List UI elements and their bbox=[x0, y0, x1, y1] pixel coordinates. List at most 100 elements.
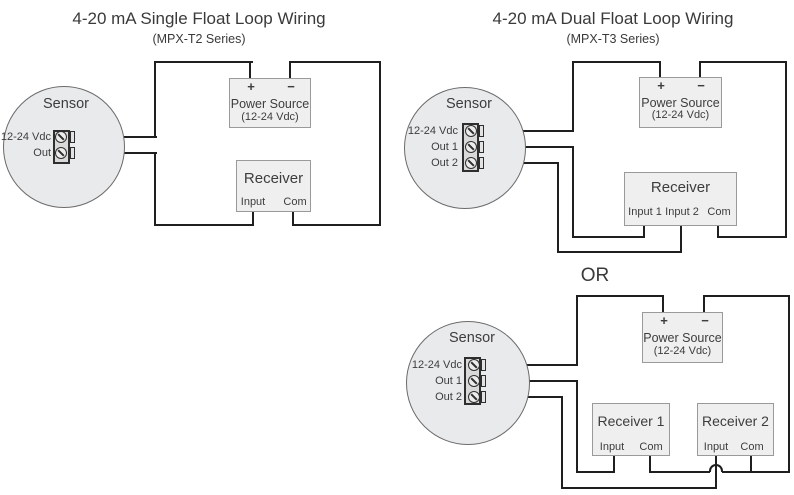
receiver-label: Receiver bbox=[650, 179, 711, 196]
sensor-label: Sensor bbox=[449, 330, 495, 346]
wire-out2-vertical bbox=[561, 396, 563, 489]
wire-top-right bbox=[699, 61, 787, 63]
terminal-label-out: Out bbox=[33, 147, 51, 159]
wire-com-return-right bbox=[722, 471, 790, 473]
terminal-contact bbox=[481, 391, 486, 403]
receiver-input2-label: Input 2 bbox=[665, 206, 699, 218]
receiver1-box: Receiver 1 Input Com bbox=[592, 403, 670, 456]
wire-minus-drop bbox=[703, 295, 705, 313]
receiver-com-label: Com bbox=[707, 206, 731, 218]
receiver-input1-label: Input 1 bbox=[628, 206, 662, 218]
terminal-screw bbox=[468, 391, 480, 403]
receiver-box: Receiver Input Com bbox=[236, 160, 311, 212]
terminal-label-out2: Out 2 bbox=[435, 391, 462, 403]
terminal-contact bbox=[481, 375, 486, 387]
wire-plus-drop bbox=[249, 61, 251, 79]
terminal-contact bbox=[479, 141, 484, 153]
wire-out1-vertical bbox=[576, 380, 578, 473]
wire-out1-lead bbox=[486, 380, 578, 382]
wire-top-left bbox=[572, 61, 661, 63]
power-source-voltage: (12-24 Vdc) bbox=[241, 111, 299, 123]
terminal-screw bbox=[465, 157, 477, 169]
receiver2-box: Receiver 2 Input Com bbox=[697, 403, 774, 456]
wire-com-drop bbox=[292, 211, 294, 226]
receiver-label: Receiver bbox=[243, 170, 304, 187]
receiver1-input-label: Input bbox=[599, 441, 625, 453]
terminal-contact bbox=[479, 125, 484, 137]
sensor-label: Sensor bbox=[446, 96, 492, 112]
receiver2-input-label: Input bbox=[703, 441, 729, 453]
wire-out1-lead bbox=[484, 146, 574, 148]
wire-left-top-vertical bbox=[154, 61, 156, 138]
wire-vdc-lead bbox=[484, 130, 574, 132]
wire-receiver2-input-drop bbox=[715, 455, 717, 489]
wire-bottom-left bbox=[154, 224, 254, 226]
terminal-screw bbox=[468, 375, 480, 387]
wire-out1-vertical bbox=[572, 146, 574, 238]
wire-input-drop bbox=[252, 211, 254, 226]
wire-com-drop bbox=[717, 225, 719, 238]
plus-terminal: + bbox=[660, 313, 668, 328]
wire-plus-drop bbox=[662, 295, 664, 313]
wire-plus-drop bbox=[659, 61, 661, 78]
power-source-label: Power Source bbox=[641, 96, 720, 110]
minus-terminal: − bbox=[697, 78, 705, 93]
wire-right-vertical bbox=[785, 61, 787, 238]
minus-terminal: − bbox=[287, 79, 295, 94]
dual-loop-subtitle: (MPX-T3 Series) bbox=[566, 32, 660, 46]
terminal-screw bbox=[465, 125, 477, 137]
receiver-box: Receiver Input 1 Input 2 Com bbox=[624, 172, 737, 226]
power-source-voltage: (12-24 Vdc) bbox=[651, 109, 710, 121]
wire-input2-drop bbox=[680, 225, 682, 253]
or-label: OR bbox=[580, 265, 610, 286]
wire-out2-bottom bbox=[561, 487, 717, 489]
sensor-circle bbox=[404, 87, 526, 209]
terminal-screw bbox=[55, 147, 67, 159]
terminal-contact bbox=[481, 359, 486, 371]
dual-loop-title: 4-20 mA Dual Float Loop Wiring bbox=[492, 9, 734, 28]
wire-right-vertical bbox=[379, 61, 381, 226]
wire-top-left bbox=[154, 61, 253, 63]
minus-terminal: − bbox=[701, 313, 709, 328]
wire-right-vertical bbox=[788, 295, 790, 473]
wire-minus-drop bbox=[699, 61, 701, 78]
plus-terminal: + bbox=[657, 78, 665, 93]
power-source-box: + − Power Source (12-24 Vdc) bbox=[642, 312, 723, 363]
single-loop-title: 4-20 mA Single Float Loop Wiring bbox=[72, 9, 326, 28]
wire-input1-drop bbox=[643, 225, 645, 238]
receiver1-label: Receiver 1 bbox=[597, 413, 665, 429]
power-source-label: Power Source bbox=[230, 97, 310, 111]
power-source-box: + − Power Source (12-24 Vdc) bbox=[229, 78, 311, 128]
wire-left-bottom-vertical bbox=[154, 152, 156, 226]
terminal-label-out1: Out 1 bbox=[435, 375, 462, 387]
receiver-input-label: Input bbox=[240, 196, 266, 208]
terminal-screw bbox=[465, 141, 477, 153]
sensor-label: Sensor bbox=[43, 96, 89, 112]
wire-minus-drop bbox=[289, 61, 291, 79]
wire-receiver2-com-drop bbox=[750, 455, 752, 473]
wire-vdc-vertical bbox=[572, 61, 574, 132]
wire-input1-bottom bbox=[572, 236, 645, 238]
wire-com-return-left bbox=[649, 471, 710, 473]
wire-com-bottom bbox=[717, 236, 787, 238]
terminal-screw bbox=[468, 359, 480, 371]
terminal-label-out2: Out 2 bbox=[431, 157, 458, 169]
terminal-screw bbox=[55, 131, 67, 143]
wire-receiver1-com-drop bbox=[649, 455, 651, 473]
power-source-label: Power Source bbox=[643, 331, 722, 345]
wire-vdc-lead bbox=[486, 364, 578, 366]
wire-vdc-vertical bbox=[576, 295, 578, 366]
wire-receiver1-input-bottom bbox=[576, 471, 615, 473]
power-source-box: + − Power Source (12-24 Vdc) bbox=[639, 77, 722, 128]
terminal-label-vdc: 12-24 Vdc bbox=[407, 125, 458, 137]
wire-bottom-right bbox=[292, 224, 381, 226]
wire-top-left bbox=[576, 295, 664, 297]
wire-input2-bottom bbox=[557, 251, 682, 253]
wire-receiver1-input-drop bbox=[613, 455, 615, 473]
terminal-label-vdc: 12-24 Vdc bbox=[0, 131, 51, 143]
terminal-contact bbox=[70, 147, 75, 159]
wire-out2-vertical bbox=[557, 162, 559, 253]
terminal-contact bbox=[479, 157, 484, 169]
terminal-label-vdc: 12-24 Vdc bbox=[411, 359, 462, 371]
